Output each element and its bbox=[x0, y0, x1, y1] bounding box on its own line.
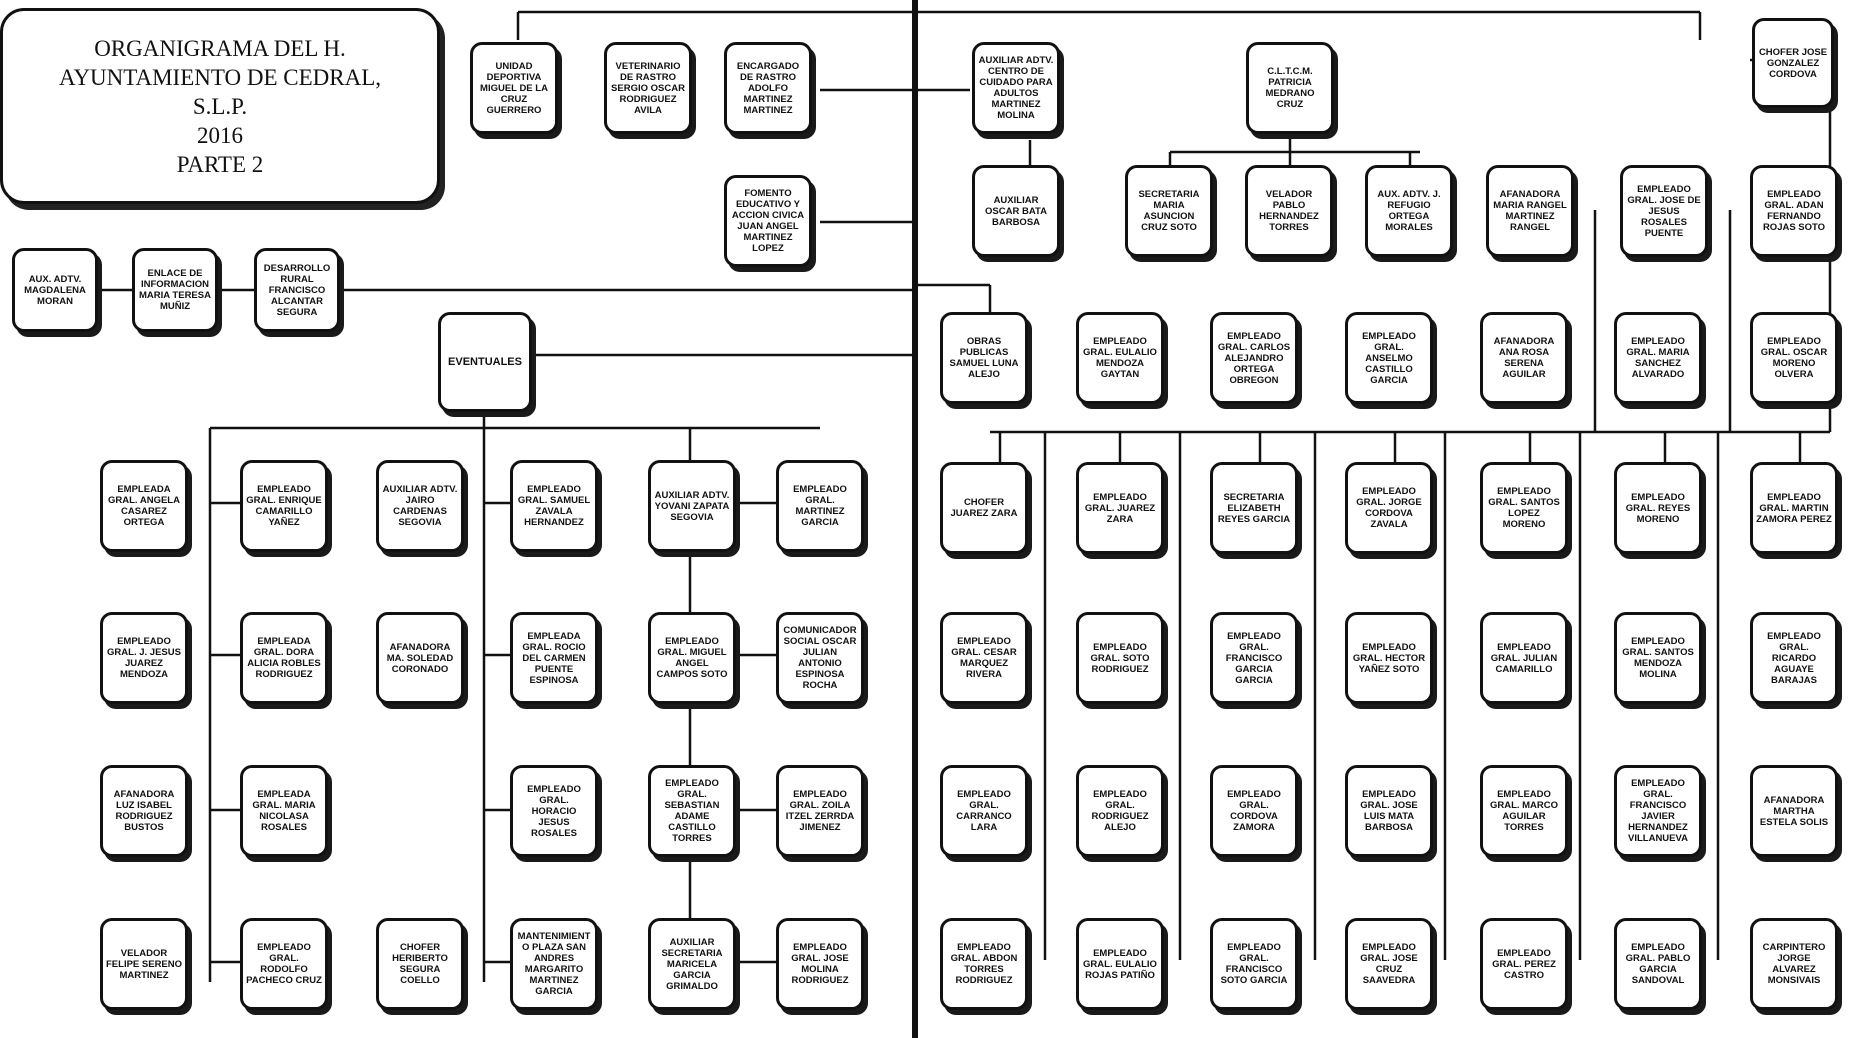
node-r4: EMPLEADO GRAL. JORGE CORDOVA ZAVALA bbox=[1345, 462, 1433, 554]
node-r23: EMPLEADO GRAL. EULALIO ROJAS PATIÑO bbox=[1076, 918, 1164, 1010]
node-e1: EMPLEADA GRAL. ANGELA CASAREZ ORTEGA bbox=[100, 460, 188, 552]
node-e6: EMPLEADO GRAL. MARTINEZ GARCIA bbox=[776, 460, 864, 552]
node-cltcm: C.L.T.C.M. PATRICIA MEDRANO CRUZ bbox=[1246, 42, 1334, 134]
node-r21: AFANADORA MARTHA ESTELA SOLIS bbox=[1750, 765, 1838, 857]
node-e19: EMPLEADO GRAL. RODOLFO PACHECO CRUZ bbox=[240, 918, 328, 1010]
node-aux-centro-cuidado: AUXILIAR ADTV. CENTRO DE CUIDADO PARA AD… bbox=[972, 42, 1060, 134]
node-r1: CHOFER JUAREZ ZARA bbox=[940, 462, 1028, 554]
node-e14: EMPLEADA GRAL. MARIA NICOLASA ROSALES bbox=[240, 765, 328, 857]
node-e5: AUXILIAR ADTV. YOVANI ZAPATA SEGOVIA bbox=[648, 460, 736, 552]
node-empleado-castillo: EMPLEADO GRAL. ANSELMO CASTILLO GARCIA bbox=[1345, 312, 1433, 404]
chart-title: ORGANIGRAMA DEL H. AYUNTAMIENTO DE CEDRA… bbox=[0, 8, 440, 204]
node-aux-adtv-j: AUX. ADTV. J. REFUGIO ORTEGA MORALES bbox=[1365, 165, 1453, 257]
node-r2: EMPLEADO GRAL. JUAREZ ZARA bbox=[1076, 462, 1164, 554]
node-e8: EMPLEADA GRAL. DORA ALICIA ROBLES RODRIG… bbox=[240, 612, 328, 704]
node-r11: EMPLEADO GRAL. HECTOR YAÑEZ SOTO bbox=[1345, 612, 1433, 704]
title-line-2: AYUNTAMIENTO DE CEDRAL, bbox=[59, 63, 381, 92]
node-r15: EMPLEADO GRAL. CARRANCO LARA bbox=[940, 765, 1028, 857]
node-r10: EMPLEADO GRAL. FRANCISCO GARCIA GARCIA bbox=[1210, 612, 1298, 704]
node-afanadora-rangel: AFANADORA MARIA RANGEL MARTINEZ RANGEL bbox=[1486, 165, 1574, 257]
node-veterinario-rastro: VETERINARIO DE RASTRO SERGIO OSCAR RODRI… bbox=[604, 42, 692, 134]
node-r17: EMPLEADO GRAL. CORDOVA ZAMORA bbox=[1210, 765, 1298, 857]
node-e11: EMPLEADO GRAL. MIGUEL ANGEL CAMPOS SOTO bbox=[648, 612, 736, 704]
node-obras-publicas: OBRAS PUBLICAS SAMUEL LUNA ALEJO bbox=[940, 312, 1028, 404]
node-e20: CHOFER HERIBERTO SEGURA COELLO bbox=[376, 918, 464, 1010]
node-enlace-informacion: ENLACE DE INFORMACION MARIA TERESA MUÑIZ bbox=[132, 248, 218, 332]
section-divider bbox=[912, 0, 918, 1038]
node-desarrollo-rural: DESARROLLO RURAL FRANCISCO ALCANTAR SEGU… bbox=[254, 248, 340, 332]
node-r22: EMPLEADO GRAL. ABDON TORRES RODRIGUEZ bbox=[940, 918, 1028, 1010]
node-r18: EMPLEADO GRAL. JOSE LUIS MATA BARBOSA bbox=[1345, 765, 1433, 857]
node-afanadora-rosa: AFANADORA ANA ROSA SERENA AGUILAR bbox=[1480, 312, 1568, 404]
node-r14: EMPLEADO GRAL. RICARDO AGUAYE BARAJAS bbox=[1750, 612, 1838, 704]
node-r6: EMPLEADO GRAL. REYES MORENO bbox=[1614, 462, 1702, 554]
node-eventuales: EVENTUALES bbox=[438, 312, 532, 412]
title-line-1: ORGANIGRAMA DEL H. bbox=[94, 34, 346, 63]
node-e9: AFANADORA MA. SOLEDAD CORONADO bbox=[376, 612, 464, 704]
node-aux-oscar-barbosa: AUXILIAR OSCAR BATA BARBOSA bbox=[972, 165, 1060, 257]
node-e13: AFANADORA LUZ ISABEL RODRIGUEZ BUSTOS bbox=[100, 765, 188, 857]
node-empleado-jose-jesus: EMPLEADO GRAL. JOSE DE JESUS ROSALES PUE… bbox=[1620, 165, 1708, 257]
node-r9: EMPLEADO GRAL. SOTO RODRIGUEZ bbox=[1076, 612, 1164, 704]
node-r8: EMPLEADO GRAL. CESAR MARQUEZ RIVERA bbox=[940, 612, 1028, 704]
node-empleado-adan: EMPLEADO GRAL. ADAN FERNANDO ROJAS SOTO bbox=[1750, 165, 1838, 257]
node-e3: AUXILIAR ADTV. JAIRO CARDENAS SEGOVIA bbox=[376, 460, 464, 552]
node-empleado-eulalio-gaytan: EMPLEADO GRAL. EULALIO MENDOZA GAYTAN bbox=[1076, 312, 1164, 404]
node-e23: EMPLEADO GRAL. JOSE MOLINA RODRIGUEZ bbox=[776, 918, 864, 1010]
node-e21: MANTENIMIENTO PLAZA SAN ANDRES MARGARITO… bbox=[510, 918, 598, 1010]
node-e17: EMPLEADO GRAL. ZOILA ITZEL ZERRDA JIMENE… bbox=[776, 765, 864, 857]
node-secretaria-asuncion: SECRETARIA MARIA ASUNCION CRUZ SOTO bbox=[1125, 165, 1213, 257]
node-e22: AUXILIAR SECRETARIA MARICELA GARCIA GRIM… bbox=[648, 918, 736, 1010]
node-r27: EMPLEADO GRAL. PABLO GARCIA SANDOVAL bbox=[1614, 918, 1702, 1010]
node-e16: EMPLEADO GRAL. SEBASTIAN ADAME CASTILLO … bbox=[648, 765, 736, 857]
node-e10: EMPLEADA GRAL. ROCIO DEL CARMEN PUENTE E… bbox=[510, 612, 598, 704]
node-e7: EMPLEADO GRAL. J. JESUS JUAREZ MENDOZA bbox=[100, 612, 188, 704]
node-encargado-rastro: ENCARGADO DE RASTRO ADOLFO MARTINEZ MART… bbox=[724, 42, 812, 134]
node-empleado-carlos: EMPLEADO GRAL. CARLOS ALEJANDRO ORTEGA O… bbox=[1210, 312, 1298, 404]
node-r26: EMPLEADO GRAL. PEREZ CASTRO bbox=[1480, 918, 1568, 1010]
node-empleado-oscar-moreno: EMPLEADO GRAL. OSCAR MORENO OLVERA bbox=[1750, 312, 1838, 404]
node-e4: EMPLEADO GRAL. SAMUEL ZAVALA HERNANDEZ bbox=[510, 460, 598, 552]
node-fomento-educativo: FOMENTO EDUCATIVO Y ACCION CIVICA JUAN A… bbox=[724, 175, 812, 267]
node-e15: EMPLEADO GRAL. HORACIO JESUS ROSALES bbox=[510, 765, 598, 857]
node-r25: EMPLEADO GRAL. JOSE CRUZ SAAVEDRA bbox=[1345, 918, 1433, 1010]
node-velador-pablo: VELADOR PABLO HERNANDEZ TORRES bbox=[1245, 165, 1333, 257]
node-r16: EMPLEADO GRAL. RODRIGUEZ ALEJO bbox=[1076, 765, 1164, 857]
node-r5: EMPLEADO GRAL. SANTOS LOPEZ MORENO bbox=[1480, 462, 1568, 554]
title-line-5: PARTE 2 bbox=[177, 150, 264, 179]
title-line-4: 2016 bbox=[197, 121, 243, 150]
node-e18: VELADOR FELIPE SERENO MARTINEZ bbox=[100, 918, 188, 1010]
node-r12: EMPLEADO GRAL. JULIAN CAMARILLO bbox=[1480, 612, 1568, 704]
node-empleado-sanchez: EMPLEADO GRAL. MARIA SANCHEZ ALVARADO bbox=[1614, 312, 1702, 404]
node-e12: COMUNICADOR SOCIAL OSCAR JULIAN ANTONIO … bbox=[776, 612, 864, 704]
node-r7: EMPLEADO GRAL. MARTIN ZAMORA PEREZ bbox=[1750, 462, 1838, 554]
node-r13: EMPLEADO GRAL. SANTOS MENDOZA MOLINA bbox=[1614, 612, 1702, 704]
node-r3: SECRETARIA ELIZABETH REYES GARCIA bbox=[1210, 462, 1298, 554]
node-unidad-deportiva: UNIDAD DEPORTIVA MIGUEL DE LA CRUZ GUERR… bbox=[470, 42, 558, 134]
title-line-3: S.L.P. bbox=[193, 92, 247, 121]
node-r19: EMPLEADO GRAL. MARCO AGUILAR TORRES bbox=[1480, 765, 1568, 857]
node-r28: CARPINTERO JORGE ALVAREZ MONSIVAIS bbox=[1750, 918, 1838, 1010]
node-r20: EMPLEADO GRAL. FRANCISCO JAVIER HERNANDE… bbox=[1614, 765, 1702, 857]
node-aux-adtv: AUX. ADTV. MAGDALENA MORAN bbox=[12, 248, 98, 332]
node-e2: EMPLEADO GRAL. ENRIQUE CAMARILLO YAÑEZ bbox=[240, 460, 328, 552]
node-chofer-gonzalez: CHOFER JOSE GONZALEZ CORDOVA bbox=[1752, 18, 1834, 108]
node-r24: EMPLEADO GRAL. FRANCISCO SOTO GARCIA bbox=[1210, 918, 1298, 1010]
